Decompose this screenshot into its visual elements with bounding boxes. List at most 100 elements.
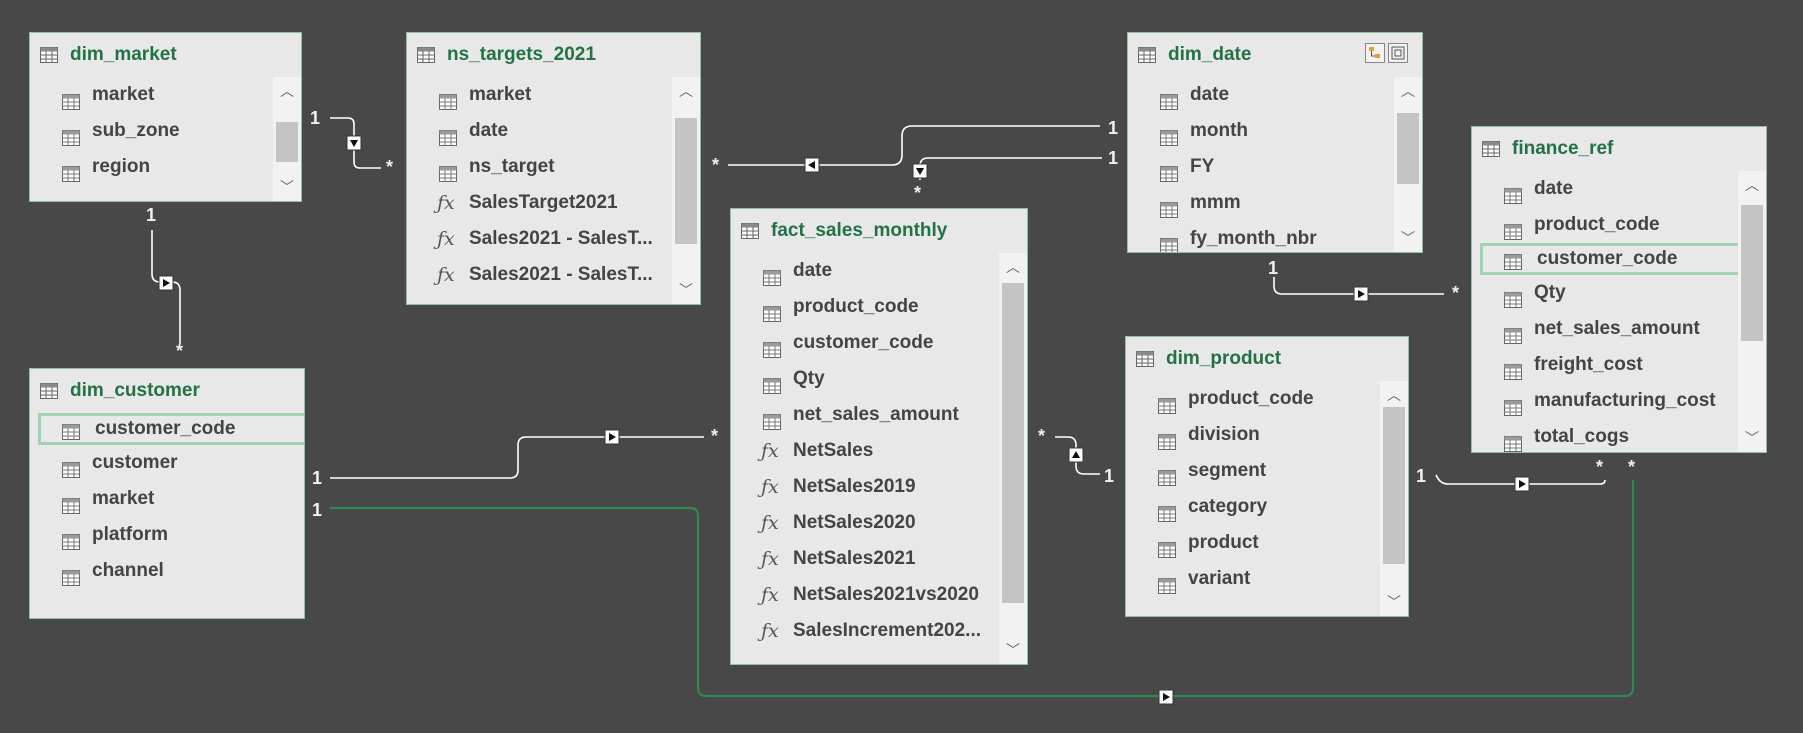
field-label: date bbox=[793, 260, 833, 281]
scroll-thumb[interactable] bbox=[1383, 407, 1405, 564]
field-division[interactable]: division bbox=[1126, 417, 1380, 453]
field-segment[interactable]: segment bbox=[1126, 453, 1380, 489]
chevron-down-icon[interactable]: ﹀ bbox=[679, 282, 693, 298]
hierarchy-icon[interactable] bbox=[1365, 43, 1385, 63]
field-market[interactable]: market bbox=[407, 77, 672, 113]
rel-targets-date[interactable] bbox=[728, 125, 1100, 166]
chevron-up-icon[interactable]: ︿ bbox=[679, 83, 693, 99]
chevron-up-icon[interactable]: ︿ bbox=[1006, 259, 1020, 275]
field-label: platform bbox=[92, 524, 168, 545]
table-header[interactable]: dim_date bbox=[1128, 33, 1422, 77]
table-header[interactable]: fact_sales_monthly bbox=[731, 209, 1027, 253]
column-icon bbox=[62, 455, 80, 491]
column-icon bbox=[1158, 391, 1176, 427]
vertical-scrollbar[interactable]: ︿﹀ bbox=[273, 77, 301, 201]
field-variant[interactable]: variant bbox=[1126, 561, 1380, 597]
chevron-down-icon[interactable]: ﹀ bbox=[1401, 230, 1415, 246]
field-customer[interactable]: customer bbox=[30, 445, 304, 481]
column-icon bbox=[763, 299, 781, 335]
field-customer-code[interactable]: customer_code bbox=[38, 413, 304, 445]
vertical-scrollbar[interactable]: ︿﹀ bbox=[1380, 381, 1408, 616]
scroll-thumb[interactable] bbox=[1741, 205, 1763, 342]
field-label: SalesTarget2021 bbox=[469, 192, 618, 213]
vertical-scrollbar[interactable]: ︿﹀ bbox=[672, 77, 700, 304]
field-net-sales-amount[interactable]: net_sales_amount bbox=[1472, 311, 1738, 347]
rel-customer-fact[interactable] bbox=[330, 436, 704, 479]
field-region[interactable]: region bbox=[30, 149, 273, 185]
field-fy-month-nbr[interactable]: fy_month_nbr bbox=[1128, 221, 1394, 252]
chevron-down-icon[interactable]: ﹀ bbox=[1387, 594, 1401, 610]
field-market[interactable]: market bbox=[30, 481, 304, 517]
chevron-up-icon[interactable]: ︿ bbox=[1745, 177, 1759, 193]
rel-date-finance[interactable] bbox=[1273, 277, 1444, 295]
field-channel[interactable]: channel bbox=[30, 553, 304, 589]
field-category[interactable]: category bbox=[1126, 489, 1380, 525]
field-sub-zone[interactable]: sub_zone bbox=[30, 113, 273, 149]
scroll-thumb[interactable] bbox=[276, 121, 298, 162]
chevron-down-icon[interactable]: ﹀ bbox=[1745, 430, 1759, 446]
field-date[interactable]: date bbox=[407, 113, 672, 149]
column-icon bbox=[1158, 427, 1176, 463]
field-date[interactable]: date bbox=[731, 253, 999, 289]
field-label: date bbox=[469, 120, 509, 141]
field-customer-code[interactable]: customer_code bbox=[731, 325, 999, 361]
field-total-cogs[interactable]: total_cogs bbox=[1472, 419, 1738, 452]
field-platform[interactable]: platform bbox=[30, 517, 304, 553]
field-customer-code[interactable]: customer_code bbox=[1480, 243, 1738, 275]
table-header[interactable]: dim_market bbox=[30, 33, 301, 77]
scroll-thumb[interactable] bbox=[1002, 282, 1024, 603]
table-header[interactable]: finance_ref bbox=[1472, 127, 1766, 171]
table-header[interactable]: dim_customer bbox=[30, 369, 304, 413]
field-mmm[interactable]: mmm bbox=[1128, 185, 1394, 221]
field-fy[interactable]: FY bbox=[1128, 149, 1394, 185]
field-month[interactable]: month bbox=[1128, 113, 1394, 149]
field-qty[interactable]: Qty bbox=[1472, 275, 1738, 311]
maximize-icon[interactable] bbox=[1388, 43, 1408, 63]
chevron-down-icon[interactable]: ﹀ bbox=[280, 179, 294, 195]
vertical-scrollbar[interactable]: ︿﹀ bbox=[1738, 171, 1766, 452]
field-freight-cost[interactable]: freight_cost bbox=[1472, 347, 1738, 383]
vertical-scrollbar[interactable]: ︿﹀ bbox=[1394, 77, 1422, 252]
field-ns-target[interactable]: ns_target bbox=[407, 149, 672, 185]
table-header[interactable]: dim_product bbox=[1126, 337, 1408, 381]
field-qty[interactable]: Qty bbox=[731, 361, 999, 397]
scroll-thumb[interactable] bbox=[1397, 113, 1419, 184]
field-manufacturing-cost[interactable]: manufacturing_cost bbox=[1472, 383, 1738, 419]
scroll-thumb[interactable] bbox=[675, 118, 697, 244]
chevron-down-icon[interactable]: ﹀ bbox=[1006, 642, 1020, 658]
field-net-sales-amount[interactable]: net_sales_amount bbox=[731, 397, 999, 433]
chevron-up-icon[interactable]: ︿ bbox=[1387, 387, 1401, 403]
vertical-scrollbar[interactable]: ︿﹀ bbox=[999, 253, 1027, 664]
field-product-code[interactable]: product_code bbox=[1472, 207, 1738, 243]
field-market[interactable]: market bbox=[30, 77, 273, 113]
chevron-up-icon[interactable]: ︿ bbox=[280, 83, 294, 99]
rel-fact-date[interactable] bbox=[919, 157, 1102, 180]
field-product[interactable]: product bbox=[1126, 525, 1380, 561]
rel-customer-finance[interactable] bbox=[330, 480, 1635, 698]
table-header[interactable]: ns_targets_2021 bbox=[407, 33, 700, 77]
field-date[interactable]: date bbox=[1472, 171, 1738, 207]
chevron-up-icon[interactable]: ︿ bbox=[1401, 83, 1415, 99]
field-date[interactable]: date bbox=[1128, 77, 1394, 113]
table-icon bbox=[417, 47, 435, 68]
cardinality-many-label: * bbox=[914, 183, 922, 203]
field-product-code[interactable]: product_code bbox=[731, 289, 999, 325]
field-product-code[interactable]: product_code bbox=[1126, 381, 1380, 417]
